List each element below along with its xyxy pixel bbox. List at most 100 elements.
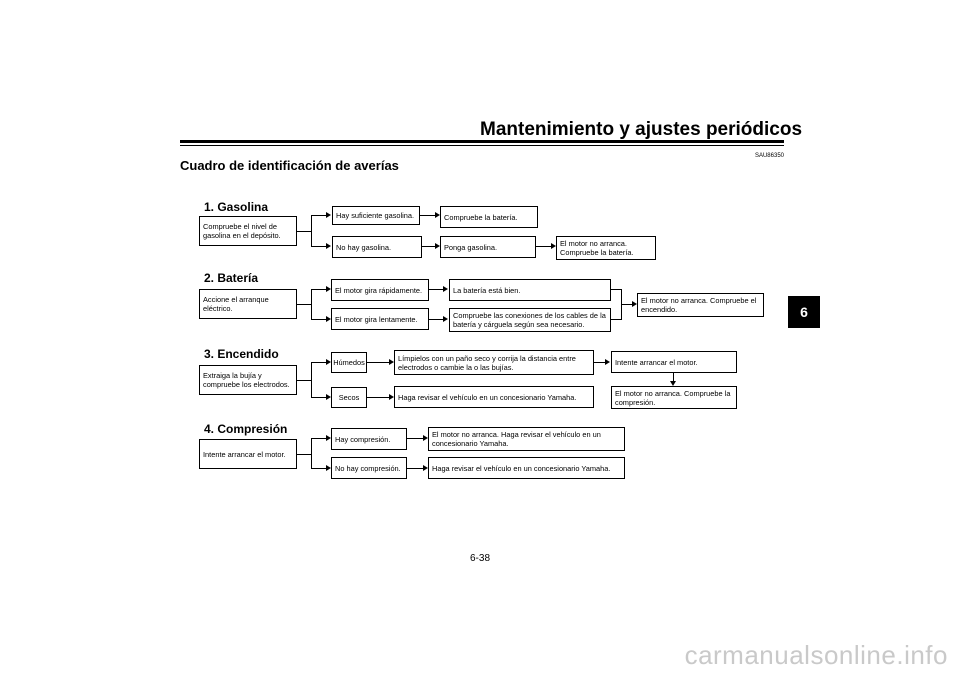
section-title-encendido: 3. Encendido	[204, 347, 279, 361]
connector	[311, 289, 326, 290]
bateria-result-text: El motor no arranca. Compruebe el encend…	[641, 296, 757, 314]
bateria-start-text: Accione el arranque eléctrico.	[203, 295, 269, 313]
connector	[297, 380, 311, 381]
gasolina-result-box: El motor no arranca. Compruebe la baterí…	[556, 236, 656, 260]
encendido-result-box: El motor no arranca. Compruebe la compre…	[611, 386, 737, 409]
arrow-right-icon	[326, 243, 331, 249]
section-title-bateria: 2. Batería	[204, 271, 259, 285]
gasolina-yes-text: Hay suficiente gasolina.	[336, 211, 415, 220]
page-number: 6-38	[469, 553, 490, 564]
connector	[297, 454, 311, 455]
encendido-dry-next-text: Haga revisar el vehículo en un concesion…	[398, 392, 577, 402]
arrow-right-icon	[443, 286, 448, 292]
connector	[407, 438, 423, 439]
bateria-result-box: El motor no arranca. Compruebe el encend…	[637, 293, 764, 317]
compresion-yes-text: Hay compresión.	[335, 434, 391, 444]
gasolina-no-next-text: Ponga gasolina.	[444, 242, 498, 252]
bateria-slow-next-text: Compruebe las conexiones de los cables d…	[453, 311, 606, 329]
encendido-wet-result-text: Intente arrancar el motor.	[615, 357, 698, 367]
encendido-wet-next-box: Límpielos con un paño seco y corrija la …	[394, 350, 594, 375]
arrow-right-icon	[326, 316, 331, 322]
gasolina-result-text: El motor no arranca. Compruebe la baterí…	[560, 239, 634, 257]
arrow-right-icon	[326, 286, 331, 292]
encendido-wet-box: Húmedos	[331, 352, 367, 373]
connector	[594, 362, 605, 363]
connector	[422, 246, 435, 247]
connector	[420, 215, 435, 216]
arrow-right-icon	[326, 435, 331, 441]
chapter-tab: 6	[788, 296, 820, 328]
arrow-right-icon	[326, 359, 331, 365]
arrow-right-icon	[551, 243, 556, 249]
encendido-wet-next-text: Límpielos con un paño seco y corrija la …	[398, 353, 576, 372]
encendido-dry-next-box: Haga revisar el vehículo en un concesion…	[394, 386, 594, 408]
compresion-yes-next-box: El motor no arranca. Haga revisar el veh…	[428, 427, 625, 451]
connector	[311, 438, 326, 439]
arrow-right-icon	[326, 394, 331, 400]
bateria-fast-text: El motor gira rápidamente.	[335, 285, 423, 295]
arrow-right-icon	[632, 301, 637, 307]
arrow-right-icon	[389, 359, 394, 365]
connector	[429, 289, 443, 290]
encendido-dry-box: Secos	[331, 387, 367, 408]
compresion-start-box: Intente arrancar el motor.	[199, 439, 297, 469]
gasolina-no-next-box: Ponga gasolina.	[440, 236, 536, 258]
connector	[311, 319, 326, 320]
arrow-right-icon	[389, 394, 394, 400]
arrow-right-icon	[423, 435, 428, 441]
arrow-right-icon	[443, 316, 448, 322]
compresion-yes-box: Hay compresión.	[331, 428, 407, 450]
arrow-right-icon	[435, 243, 440, 249]
section-title-compresion: 4. Compresión	[204, 422, 288, 436]
compresion-no-box: No hay compresión.	[331, 457, 407, 479]
watermark-text: carmanualsonline.info	[684, 640, 948, 670]
compresion-no-next-text: Haga revisar el vehículo en un concesion…	[432, 463, 611, 473]
connector	[311, 468, 326, 469]
connector	[311, 362, 326, 363]
gasolina-no-box: No hay gasolina.	[332, 236, 422, 258]
arrow-right-icon	[423, 465, 428, 471]
connector	[311, 246, 326, 247]
compresion-no-text: No hay compresión.	[335, 463, 401, 473]
encendido-wet-result-box: Intente arrancar el motor.	[611, 351, 737, 373]
bateria-fast-next-text: La batería está bien.	[453, 285, 521, 295]
compresion-no-next-box: Haga revisar el vehículo en un concesion…	[428, 457, 625, 479]
section-title-gasolina: 1. Gasolina	[204, 200, 269, 214]
bateria-slow-text: El motor gira lentamente.	[335, 314, 418, 324]
header-title: Mantenimiento y ajustes periódicos	[480, 119, 803, 140]
reference-code: SAU86350	[754, 153, 784, 159]
encendido-result-text: El motor no arranca. Compruebe la compre…	[615, 388, 731, 407]
compresion-start-text: Intente arrancar el motor.	[203, 449, 286, 459]
bateria-start-box: Accione el arranque eléctrico.	[199, 289, 297, 319]
connector	[311, 362, 312, 398]
connector	[673, 373, 674, 381]
connector	[367, 397, 389, 398]
arrow-down-icon	[670, 381, 676, 386]
gasolina-yes-box: Hay suficiente gasolina.	[332, 206, 420, 225]
bateria-fast-next-box: La batería está bien.	[449, 279, 611, 301]
bateria-fast-box: El motor gira rápidamente.	[331, 279, 429, 301]
gasolina-yes-next-box: Compruebe la batería.	[440, 206, 538, 228]
connector	[311, 289, 312, 320]
gasolina-yes-next-text: Compruebe la batería.	[444, 212, 518, 222]
connector	[611, 319, 621, 320]
connector	[311, 215, 312, 247]
encendido-start-box: Extraiga la bujía y compruebe los electr…	[199, 365, 297, 395]
connector	[621, 304, 632, 305]
connector	[367, 362, 389, 363]
compresion-yes-next-text: El motor no arranca. Haga revisar el veh…	[432, 430, 601, 448]
encendido-wet-text: Húmedos	[333, 358, 365, 367]
header-rule	[180, 140, 784, 143]
page-heading: Cuadro de identificación de averías	[180, 158, 399, 173]
gasolina-start-text: Compruebe el nivel de gasolina en el dep…	[203, 222, 281, 240]
connector	[611, 289, 621, 290]
arrow-right-icon	[605, 359, 610, 365]
gasolina-no-text: No hay gasolina.	[336, 242, 392, 252]
connector	[311, 397, 326, 398]
gasolina-start-box: Compruebe el nivel de gasolina en el dep…	[199, 216, 297, 246]
connector	[311, 438, 312, 469]
bateria-slow-next-box: Compruebe las conexiones de los cables d…	[449, 308, 611, 332]
encendido-dry-text: Secos	[338, 393, 360, 402]
connector	[536, 246, 551, 247]
header-rule-thin	[180, 145, 784, 146]
